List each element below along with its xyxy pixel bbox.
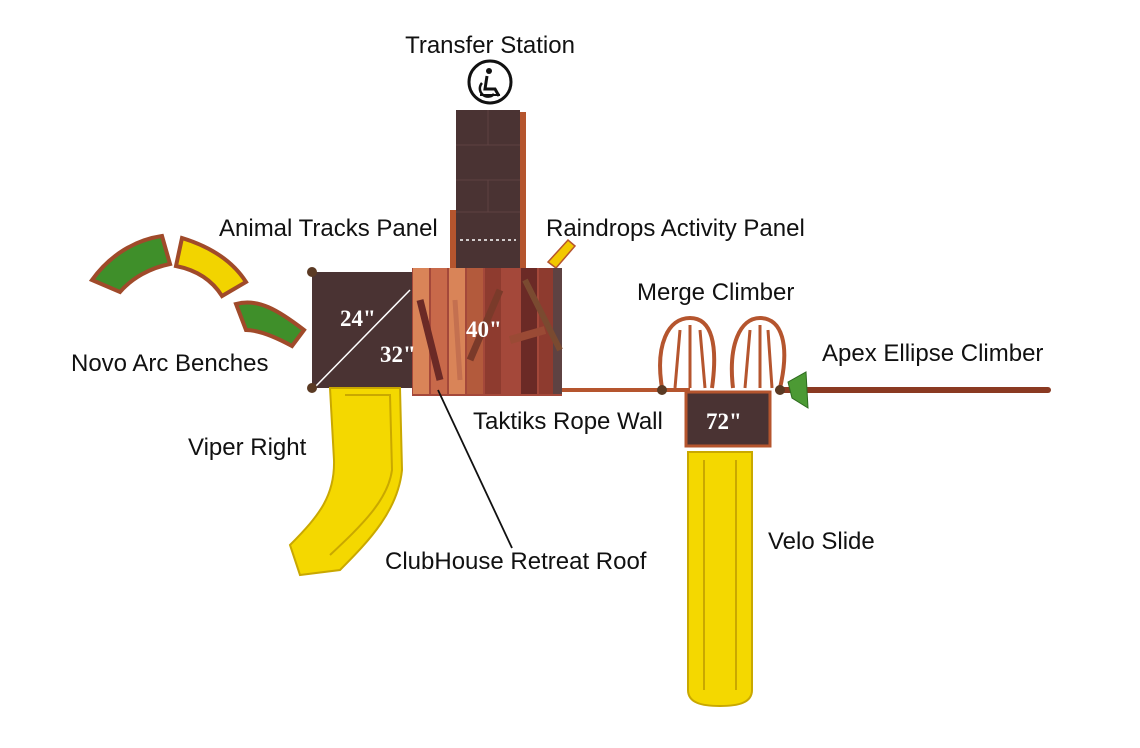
velo-slide [687, 451, 753, 708]
viper-right-slide [288, 387, 404, 577]
label-merge-climber: Merge Climber [637, 279, 794, 306]
transfer-station [450, 110, 526, 272]
label-viper-right: Viper Right [188, 434, 307, 461]
main-deck [307, 267, 414, 393]
clubhouse-retreat-roof [412, 268, 563, 396]
dimension-72: 72" [706, 409, 742, 434]
apex-ellipse-climber [775, 371, 1051, 409]
wheelchair-icon [467, 59, 513, 105]
label-taktiks-rope-wall: Taktiks Rope Wall [473, 408, 663, 435]
merge-climber [657, 315, 787, 395]
dimension-24: 24" [340, 306, 376, 331]
label-apex-ellipse-climber: Apex Ellipse Climber [822, 340, 1043, 367]
label-raindrops-activity-panel: Raindrops Activity Panel [546, 215, 805, 242]
label-clubhouse-retreat-roof: ClubHouse Retreat Roof [385, 548, 647, 575]
novo-arc-benches [88, 233, 307, 349]
dimension-40: 40" [466, 317, 502, 342]
deck-72 [684, 390, 772, 448]
raindrops-activity-panel [546, 238, 577, 270]
label-transfer-station: Transfer Station [405, 32, 575, 59]
label-velo-slide: Velo Slide [768, 528, 875, 555]
label-novo-arc-benches: Novo Arc Benches [71, 350, 268, 377]
dimension-32: 32" [380, 342, 416, 367]
label-animal-tracks-panel: Animal Tracks Panel [219, 215, 438, 242]
leader-line-roof [437, 389, 513, 549]
